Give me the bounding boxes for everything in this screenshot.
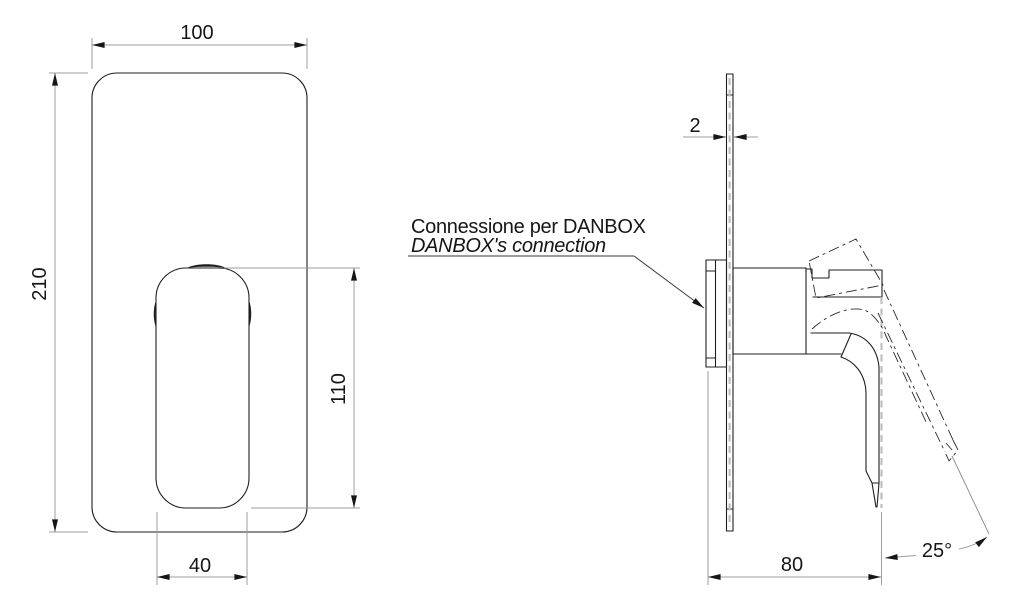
front-plate-outline — [91, 72, 308, 533]
dimension-plate-thickness: 2 — [683, 115, 758, 140]
flange-outline — [705, 259, 728, 368]
dimension-depth: 80 — [707, 371, 882, 585]
front-handle-top-bump — [187, 264, 226, 268]
front-handle-left-bulge — [153, 299, 157, 329]
dimension-plate-width: 100 — [91, 22, 308, 69]
dimension-value: 2 — [689, 115, 700, 137]
dimension-value: 210 — [29, 267, 51, 300]
angle-arc — [958, 536, 988, 550]
extension-lines — [707, 371, 882, 585]
phantom-lever-inner — [877, 312, 946, 453]
extension-lines — [224, 267, 360, 509]
phantom-lever-tip — [944, 439, 959, 462]
dimension-value: 80 — [781, 554, 803, 576]
annotation-danbox-connection: Connessione per DANBOX DANBOX's connecti… — [408, 216, 705, 309]
phantom-handle-base — [808, 238, 884, 299]
annotation-line-english: DANBOX's connection — [411, 235, 606, 257]
spout-face-edge — [840, 333, 852, 358]
angle-leader-left — [884, 553, 917, 560]
extension-lines — [156, 512, 248, 585]
front-handle-right-bulge — [248, 299, 252, 329]
side-view: 2 80 25° — [683, 73, 990, 585]
annotation-leader-line — [633, 255, 705, 309]
phantom-spout-curve — [811, 308, 928, 425]
lever-tip — [865, 470, 880, 508]
angle-extension-line — [951, 455, 990, 535]
dimension-value: 40 — [189, 555, 211, 577]
danbox-flange — [705, 259, 728, 368]
front-handle-outline — [155, 267, 250, 509]
front-view: 100 210 110 40 — [29, 22, 360, 585]
annotation-line-italian: Connessione per DANBOX — [411, 216, 646, 238]
lever-outer-edge — [848, 332, 880, 484]
dimension-value: 25° — [922, 540, 952, 562]
phantom-lever-outer — [883, 289, 954, 441]
dimension-handle-height: 110 — [224, 267, 360, 509]
dimension-plate-height: 210 — [29, 72, 88, 533]
handle-base-outline — [805, 268, 883, 298]
dimension-value: 110 — [328, 373, 350, 405]
dimension-lever-angle: 25° — [884, 536, 988, 562]
lever-inner-edge — [840, 356, 867, 472]
lever-phantom-position — [808, 238, 959, 462]
dimension-value: 100 — [180, 22, 213, 44]
lever-solid — [805, 332, 880, 508]
dimension-handle-width: 40 — [156, 512, 248, 585]
mixer-body-outline — [732, 267, 807, 355]
flange-detail-lines — [705, 259, 717, 368]
